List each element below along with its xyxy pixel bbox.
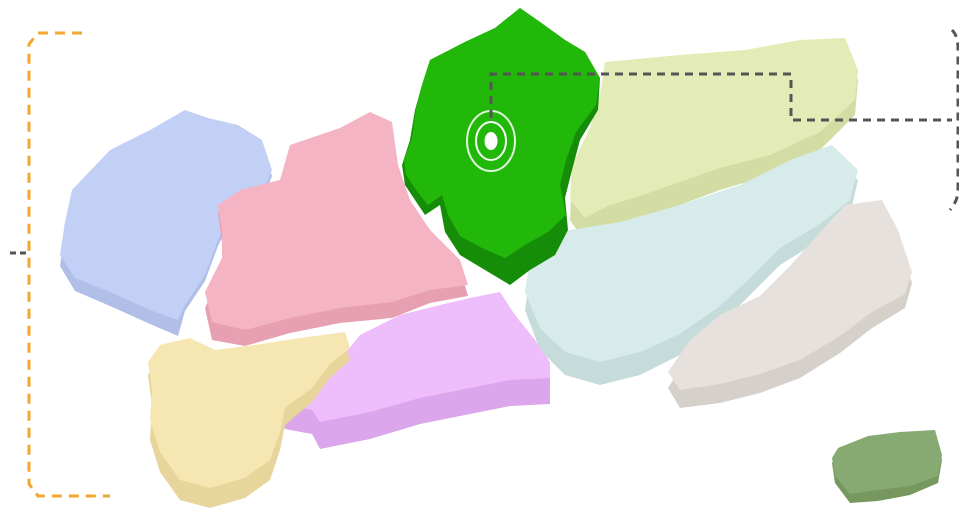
region-olive[interactable] <box>832 430 942 503</box>
region-pink[interactable] <box>205 112 468 346</box>
region-green[interactable] <box>402 8 600 285</box>
region-yellow[interactable] <box>148 332 350 508</box>
region-aqua[interactable] <box>525 145 858 385</box>
region-blue[interactable] <box>60 110 272 336</box>
right-callout-leader <box>489 28 959 211</box>
left-callout-bracket <box>10 31 110 498</box>
region-lime[interactable] <box>570 38 858 242</box>
region-violet[interactable] <box>282 292 550 449</box>
region-grey[interactable] <box>668 200 912 408</box>
